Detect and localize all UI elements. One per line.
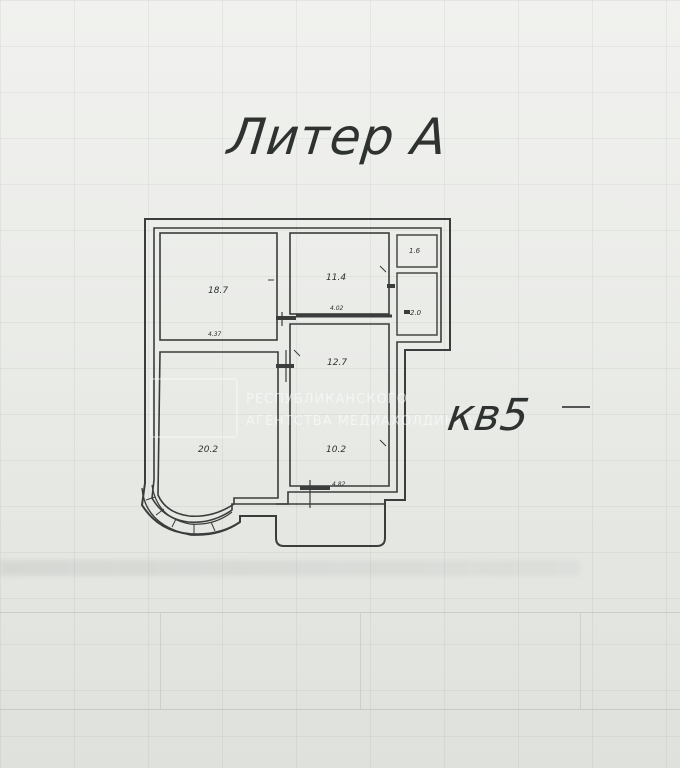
faint-table [0, 612, 680, 710]
room-top-middle-dim: 4.02 [330, 305, 344, 312]
watermark-line-1: республиканского [246, 392, 408, 407]
room-top-middle-area: 11.4 [326, 273, 346, 283]
watermark-logo [150, 378, 238, 438]
bay-window-inner [151, 484, 233, 525]
apartment-label: кв5 [444, 390, 533, 441]
room-kitchen-dim: 4.82 [332, 481, 346, 488]
room-corridor-area: 12.7 [327, 358, 347, 368]
inner-wall-outline [151, 227, 442, 524]
faint-text-line [0, 560, 580, 576]
room-wc-area: 2.0 [410, 309, 422, 317]
room-top-left-dim: 4.37 [208, 331, 222, 338]
room-kitchen-area: 10.2 [326, 445, 346, 455]
room-wc-outline [396, 272, 438, 336]
room-top-left-outline [159, 232, 278, 341]
watermark-line-2: агентства медиахолдинга [246, 414, 475, 429]
room-corridor-outline [289, 323, 390, 487]
room-living-outline [157, 351, 279, 518]
room-bath-area: 1.6 [409, 247, 421, 255]
watermark-text: республиканского агентства медиахолдинга [246, 389, 474, 433]
room-living-area: 20.2 [198, 445, 218, 455]
bay-window-outer [141, 487, 241, 536]
room-top-left-area: 18.7 [208, 286, 228, 296]
room-bath-outline [396, 234, 438, 268]
apartment-label-dash [562, 406, 590, 408]
room-top-middle-outline [289, 232, 390, 315]
